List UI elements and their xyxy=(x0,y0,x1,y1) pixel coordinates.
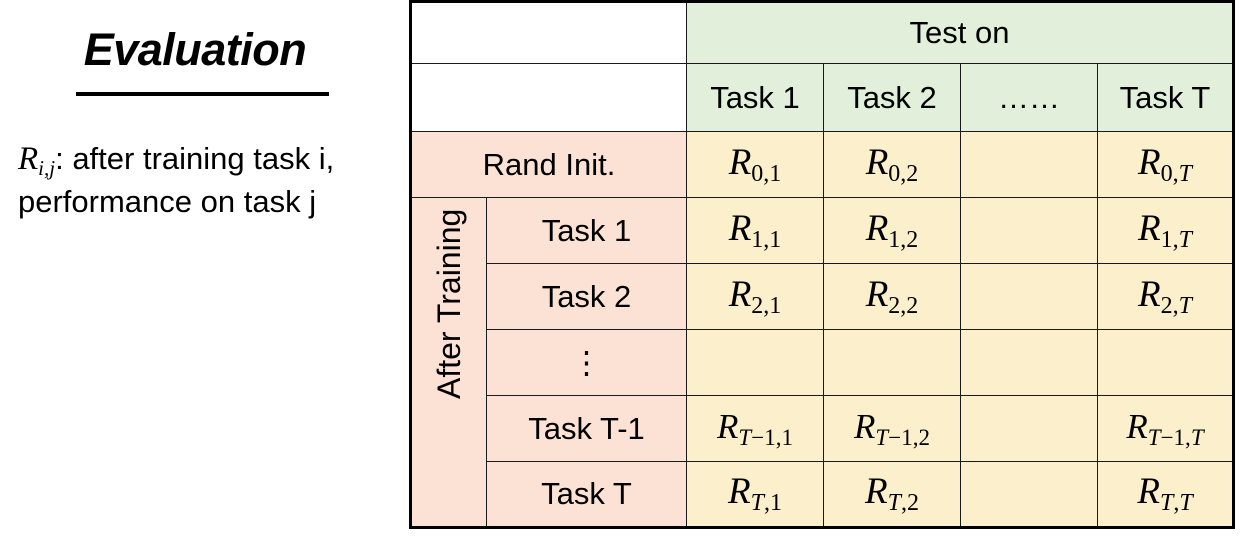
row-label-task-1: Task 1 xyxy=(486,197,687,264)
cell-r-t-t: RT,T xyxy=(1096,461,1235,528)
cell-r-1-2: R1,2 xyxy=(823,197,961,264)
column-header-task-2: Task 2 xyxy=(823,63,961,132)
cell-ellipsis-2 xyxy=(823,329,961,396)
r-symbol: Ri,j xyxy=(18,141,56,180)
cell-r-0-t: R0,T xyxy=(1096,131,1235,198)
row-label-task-t: Task T xyxy=(486,461,687,528)
test-on-header: Test on xyxy=(685,1,1235,64)
row-label-task-t-minus-1: Task T-1 xyxy=(486,395,687,462)
cell-r-tm1-t: RT−1,T xyxy=(1096,395,1235,462)
row-group-label-text: After Training xyxy=(431,208,467,399)
table-row: Task 2 R2,1 R2,2 R2,T xyxy=(411,263,1235,330)
definition-note: Ri,j: after training task i, performance… xyxy=(18,138,390,222)
cell-ellipsis-3 xyxy=(960,329,1098,396)
cell-ellipsis-4 xyxy=(1096,329,1235,396)
row-label-rand-init: Rand Init. xyxy=(410,131,687,198)
table-row: ⋮ xyxy=(411,329,1235,396)
cell-r-t-ellipsis xyxy=(960,461,1098,528)
explanation-panel: Evaluation Ri,j: after training task i, … xyxy=(0,0,409,540)
math-r-1-2: R1,2 xyxy=(865,207,919,254)
math-r-2-2: R2,2 xyxy=(865,273,919,320)
cell-ellipsis-1 xyxy=(686,329,824,396)
table-row: Task T-1 RT−1,1 RT−1,2 RT−1,T xyxy=(411,395,1235,462)
cell-r-tm1-1: RT−1,1 xyxy=(686,395,824,462)
math-r-0-1: R0,1 xyxy=(728,141,782,188)
r-subscript: i,j xyxy=(38,155,56,180)
math-r-0-2: R0,2 xyxy=(865,141,919,188)
cell-r-2-ellipsis xyxy=(960,263,1098,330)
cell-r-2-2: R2,2 xyxy=(823,263,961,330)
title-underline xyxy=(76,92,329,96)
math-r-t-1: RT,1 xyxy=(728,471,782,517)
row-label-task-2: Task 2 xyxy=(486,263,687,330)
math-r-2-1: R2,1 xyxy=(728,273,782,320)
cell-r-t-1: RT,1 xyxy=(686,461,824,528)
math-r-t-2: RT,2 xyxy=(865,471,919,517)
cell-r-1-t: R1,T xyxy=(1096,197,1235,264)
cell-r-0-ellipsis xyxy=(960,131,1098,198)
row-group-label-after-training: After Training xyxy=(410,197,487,528)
math-r-1-t: R1,T xyxy=(1138,207,1192,254)
table-row: After Training Task 1 R1,1 R1,2 R1,T xyxy=(410,197,1235,528)
column-header-task-t: Task T xyxy=(1096,63,1235,132)
table-row: Rand Init. R0,1 R0,2 R0,T xyxy=(410,131,1235,198)
column-header-ellipsis: …… xyxy=(960,63,1098,132)
math-r-0-t: R0,T xyxy=(1138,141,1192,188)
table-header-row-top: Test on xyxy=(410,1,1235,64)
math-r-tm1-2: RT−1,2 xyxy=(854,406,930,450)
column-header-task-1: Task 1 xyxy=(686,63,824,132)
cell-r-2-t: R2,T xyxy=(1096,263,1235,330)
math-r-2-t: R2,T xyxy=(1138,273,1192,320)
cell-r-2-1: R2,1 xyxy=(686,263,824,330)
definition-text: : after training task i, performance on … xyxy=(18,141,335,220)
row-label-ellipsis: ⋮ xyxy=(486,329,687,396)
math-r-tm1-1: RT−1,1 xyxy=(717,406,793,450)
cell-r-tm1-2: RT−1,2 xyxy=(823,395,961,462)
table-header-row-tasks: Task 1 Task 2 …… Task T xyxy=(410,63,1235,132)
math-r-t-t: RT,T xyxy=(1137,471,1193,517)
page-title: Evaluation xyxy=(83,24,307,75)
evaluation-matrix-table: Test on Task 1 Task 2 …… Task T Rand Ini… xyxy=(409,0,1236,529)
cell-r-tm1-ellipsis xyxy=(960,395,1098,462)
cell-r-0-2: R0,2 xyxy=(823,131,961,198)
cell-r-1-1: R1,1 xyxy=(686,197,824,264)
math-r-tm1-t: RT−1,T xyxy=(1126,406,1204,450)
r-base: R xyxy=(18,141,39,177)
cell-r-t-2: RT,2 xyxy=(823,461,961,528)
corner-blank-cell-2 xyxy=(410,63,687,132)
cell-r-1-ellipsis xyxy=(960,197,1098,264)
cell-r-0-1: R0,1 xyxy=(686,131,824,198)
corner-blank-cell xyxy=(410,1,687,64)
math-r-1-1: R1,1 xyxy=(728,207,782,254)
table-row: Task T RT,1 RT,2 RT,T xyxy=(411,461,1235,528)
